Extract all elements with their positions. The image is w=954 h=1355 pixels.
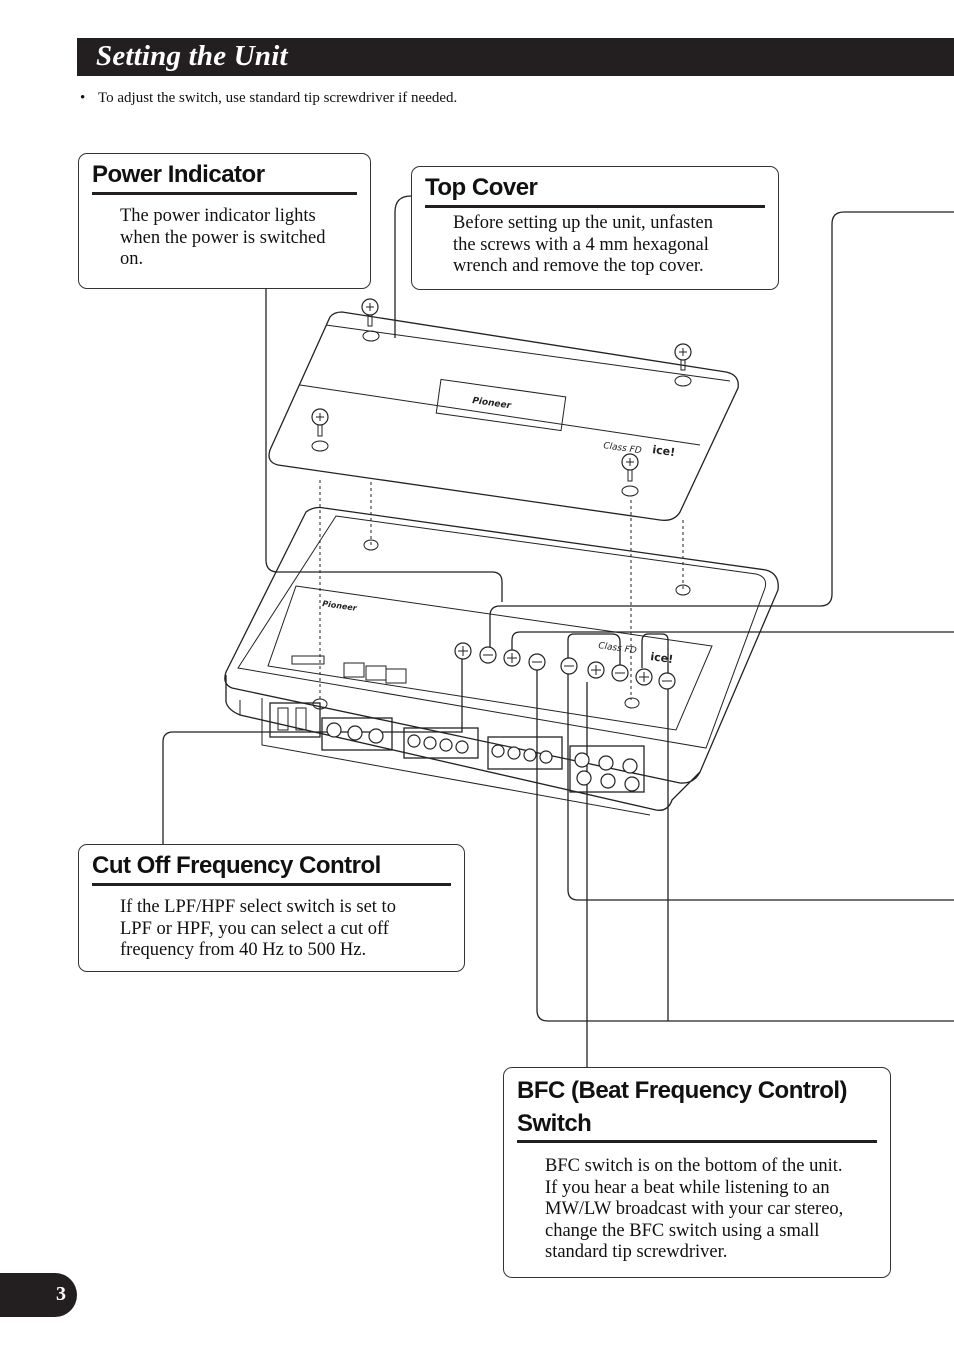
body-ice-logo: ice!: [650, 650, 674, 666]
screw-icon: [621, 453, 639, 497]
top-cover-callout: Top Cover Before setting up the unit, un…: [411, 166, 779, 290]
knob-icon: [611, 664, 629, 682]
top-cover-text: Before setting up the unit, unfasten the…: [453, 213, 713, 276]
page-title: Setting the Unit: [96, 40, 288, 72]
instruction-note: • To adjust the switch, use standard tip …: [80, 90, 457, 107]
screw-icon: [361, 298, 380, 342]
cover-screws: [311, 298, 692, 497]
knob-icon: [587, 661, 605, 679]
power-indicator-callout: Power Indicator The power indicator ligh…: [78, 153, 371, 289]
control-knobs: [454, 642, 676, 690]
body-class-label: Class FD: [598, 641, 638, 656]
cover-brand-logo: Pioneer: [472, 396, 512, 411]
cut-off-frequency-heading: Cut Off Frequency Control: [92, 849, 451, 886]
top-cover-plate: Pioneer Class FD ice!: [268, 311, 739, 521]
leader-lines: [162, 195, 954, 1067]
cover-class-label: Class FD: [603, 441, 643, 456]
bfc-switch-callout: BFC (Beat Frequency Control) Switch BFC …: [503, 1067, 891, 1278]
knob-icon: [560, 657, 578, 675]
bullet-mark: •: [80, 90, 86, 106]
page-number: 3: [56, 1283, 66, 1305]
amplifier-body: Pioneer Class FD ice!: [224, 506, 779, 816]
cut-off-frequency-text: If the LPF/HPF select switch is set to L…: [120, 897, 396, 960]
power-indicator-heading: Power Indicator: [92, 158, 357, 195]
bfc-switch-text: BFC switch is on the bottom of the unit.…: [545, 1156, 844, 1262]
screw-icon: [674, 343, 692, 387]
body-brand-logo: Pioneer: [322, 599, 359, 613]
cover-ice-logo: ice!: [652, 443, 676, 459]
instruction-note-text: To adjust the switch, use standard tip s…: [98, 90, 458, 106]
knob-icon: [479, 646, 497, 664]
section-title-bar: Setting the Unit: [77, 38, 954, 76]
power-indicator-text: The power indicator lights when the powe…: [120, 206, 326, 269]
top-cover-heading: Top Cover: [425, 171, 765, 208]
knob-icon: [503, 649, 521, 667]
screw-icon: [311, 408, 329, 452]
front-connector-panel: [269, 702, 645, 793]
bfc-switch-heading: BFC (Beat Frequency Control) Switch: [517, 1074, 877, 1143]
knob-icon: [454, 642, 472, 660]
cut-off-frequency-callout: Cut Off Frequency Control If the LPF/HPF…: [78, 844, 465, 972]
screw-guides: [319, 480, 684, 702]
knob-icon: [635, 668, 653, 686]
page-number-tab: 3: [0, 1273, 77, 1317]
knob-icon: [658, 672, 676, 690]
knob-icon: [528, 653, 546, 671]
